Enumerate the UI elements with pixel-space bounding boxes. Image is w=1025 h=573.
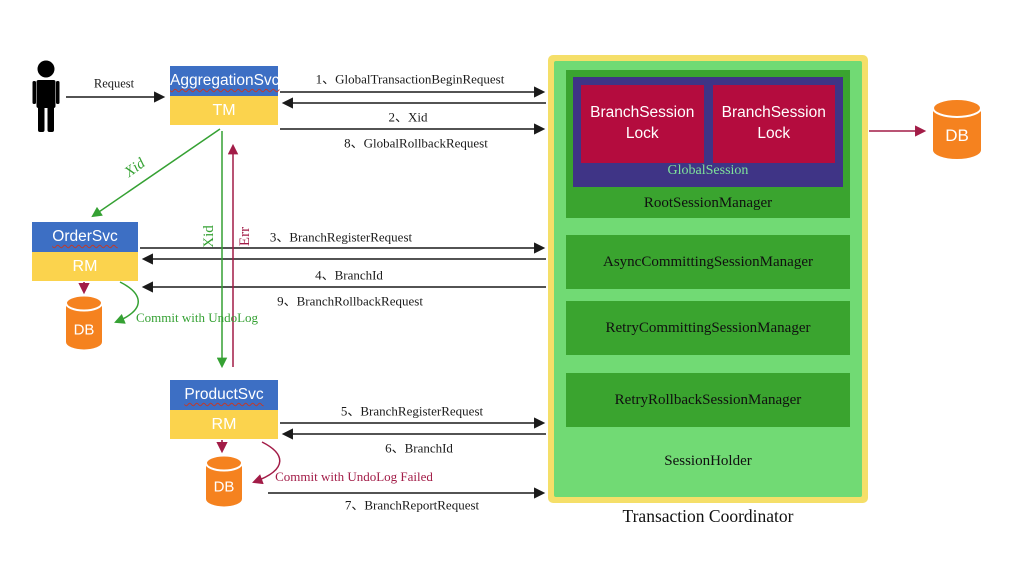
msg-3-branch-register: 3、BranchRegisterRequest: [269, 229, 413, 245]
msg-1-global-transaction-begin: 1、GlobalTransactionBeginRequest: [315, 71, 505, 87]
productsvc-rm-label: RM: [170, 410, 278, 439]
branch-session-lock-1: BranchSession Lock: [581, 85, 704, 163]
transaction-coordinator-title: Transaction Coordinator: [622, 506, 794, 526]
root-session-manager-box: BranchSession Lock BranchSession Lock Gl…: [566, 70, 850, 218]
session-holder-label: SessionHolder: [664, 453, 752, 469]
user-person-icon: [32, 60, 60, 132]
order-db-label: DB: [73, 321, 95, 339]
msg-2-xid: 2、Xid: [388, 109, 428, 125]
msg-8-global-rollback: 8、GlobalRollbackRequest: [344, 135, 488, 151]
msg-4-branchid: 4、BranchId: [315, 267, 383, 283]
commit-undolog-failed-arrow: [252, 441, 281, 485]
msg-6-branchid: 6、BranchId: [385, 440, 453, 456]
order-db-cylinder: [65, 294, 103, 350]
global-session-label: GlobalSession: [667, 163, 749, 178]
product-db-label: DB: [213, 478, 235, 496]
msg-5-branch-register: 5、BranchRegisterRequest: [340, 403, 484, 419]
ordersvc-rm-label: RM: [32, 252, 138, 281]
aggregationsvc-box: AggregationSvc TM: [170, 66, 279, 125]
ordersvc-title: OrderSvc: [32, 222, 138, 252]
branch-session-lock-2: BranchSession Lock: [712, 85, 835, 163]
xid-arrow-to-ordersvc: [91, 128, 221, 218]
async-committing-session-manager-box: AsyncCommittingSessionManager: [566, 235, 850, 289]
retry-committing-session-manager-label: RetryCommittingSessionManager: [605, 319, 811, 336]
aggregationsvc-title: AggregationSvc: [170, 66, 279, 96]
coordinator-db-label: DB: [945, 126, 969, 145]
coordinator-db-cylinder: [932, 98, 982, 159]
product-db-cylinder: [205, 454, 243, 507]
commit-undolog-label: Commit with UndoLog: [135, 310, 259, 325]
global-session-box: BranchSession Lock BranchSession Lock Gl…: [573, 77, 843, 187]
msg-9-branch-rollback: 9、BranchRollbackRequest: [277, 293, 423, 309]
retry-rollback-session-manager-box: RetryRollbackSessionManager: [566, 373, 850, 427]
request-label: Request: [93, 76, 135, 91]
transaction-coordinator-box: BranchSession Lock BranchSession Lock Gl…: [548, 55, 868, 503]
commit-undolog-arrow: [114, 281, 139, 324]
commit-undolog-failed-label: Commit with UndoLog Failed: [275, 469, 433, 484]
coordinator-inner: BranchSession Lock BranchSession Lock Gl…: [554, 61, 862, 497]
retry-committing-session-manager-box: RetryCommittingSessionManager: [566, 301, 850, 355]
async-committing-session-manager-label: AsyncCommittingSessionManager: [603, 253, 813, 270]
root-session-manager-label: RootSessionManager: [643, 195, 773, 211]
err-vertical-label: Err: [237, 226, 254, 247]
productsvc-title: ProductSvc: [170, 380, 278, 410]
xid-vertical-label: Xid: [200, 225, 217, 248]
retry-rollback-session-manager-label: RetryRollbackSessionManager: [614, 391, 802, 408]
aggregationsvc-tm-label: TM: [170, 96, 278, 125]
productsvc-box: ProductSvc RM: [170, 380, 278, 439]
msg-7-branch-report: 7、BranchReportRequest: [344, 497, 480, 513]
ordersvc-box: OrderSvc RM: [32, 222, 138, 281]
